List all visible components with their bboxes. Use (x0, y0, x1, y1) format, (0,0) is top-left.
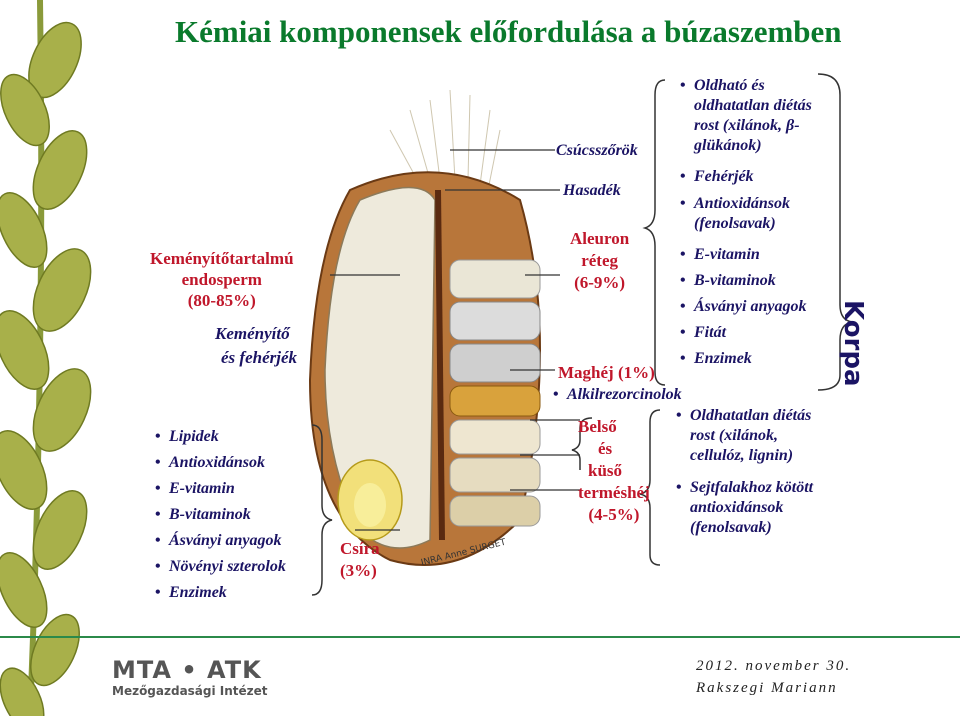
list-item: Oldhatatlan diétás rost (xilánok, cellul… (676, 406, 836, 466)
bran-label: Korpa (838, 300, 868, 387)
seed-coat-label: Maghéj (1%) (558, 363, 655, 382)
seed-coat-list: Alkilrezorcinolok (553, 382, 682, 408)
list-item: E-vitamin (155, 476, 286, 502)
bran-components-list: Oldható és oldhatatlan diétás rost (xilá… (680, 76, 840, 372)
list-item: B-vitaminok (155, 502, 286, 528)
list-item: Lipidek (155, 424, 286, 450)
germ-label: Csíra (3%) (340, 539, 380, 580)
list-item: Sejtfalakhoz kötött antioxidánsok (fenol… (676, 478, 836, 538)
list-item: Oldható és oldhatatlan diétás rost (xilá… (680, 76, 840, 156)
endosperm-label: Keményítőtartalmú endosperm (80-85%) (150, 249, 294, 310)
aleurone-label: Aleuron réteg (6-9%) (570, 229, 630, 292)
footer-divider (0, 636, 960, 638)
list-item: Enzimek (155, 580, 286, 606)
page-title: Kémiai komponensek előfordulása a búzasz… (175, 14, 842, 49)
list-item: Fehérjék (680, 164, 840, 190)
list-item: B-vitaminok (680, 268, 840, 294)
institute-logo: MTA • ATK (112, 656, 262, 684)
list-item: Ásványi anyagok (155, 528, 286, 554)
institute-name: Mezőgazdasági Intézet (112, 684, 268, 698)
wheat-ear-illustration (0, 0, 110, 716)
germ-components-list: Lipidek Antioxidánsok E-vitamin B-vitami… (155, 424, 286, 606)
author-name: Rakszegi Mariann (696, 680, 838, 696)
tip-hairs-label: Csúcsszőrök (556, 142, 638, 159)
list-item: Fitát (680, 320, 840, 346)
list-item: E-vitamin (680, 242, 840, 268)
wheat-grain-cross-section (308, 89, 541, 566)
list-item: Antioxidánsok (155, 450, 286, 476)
list-item: Növényi szterolok (155, 554, 286, 580)
list-item: Antioxidánsok (fenolsavak) (680, 194, 840, 234)
presentation-date: 2012. november 30. (696, 658, 852, 674)
list-item: Enzimek (680, 346, 840, 372)
pericarp-label: Belső és küső terméshéj (4-5%) (578, 417, 650, 524)
list-item: Alkilrezorcinolok (553, 382, 682, 408)
pericarp-components-list: Oldhatatlan diétás rost (xilánok, cellul… (676, 406, 836, 538)
crease-label: Hasadék (563, 182, 621, 199)
list-item: Ásványi anyagok (680, 294, 840, 320)
endosperm-sub-label: Keményítő és fehérjék (215, 324, 298, 367)
